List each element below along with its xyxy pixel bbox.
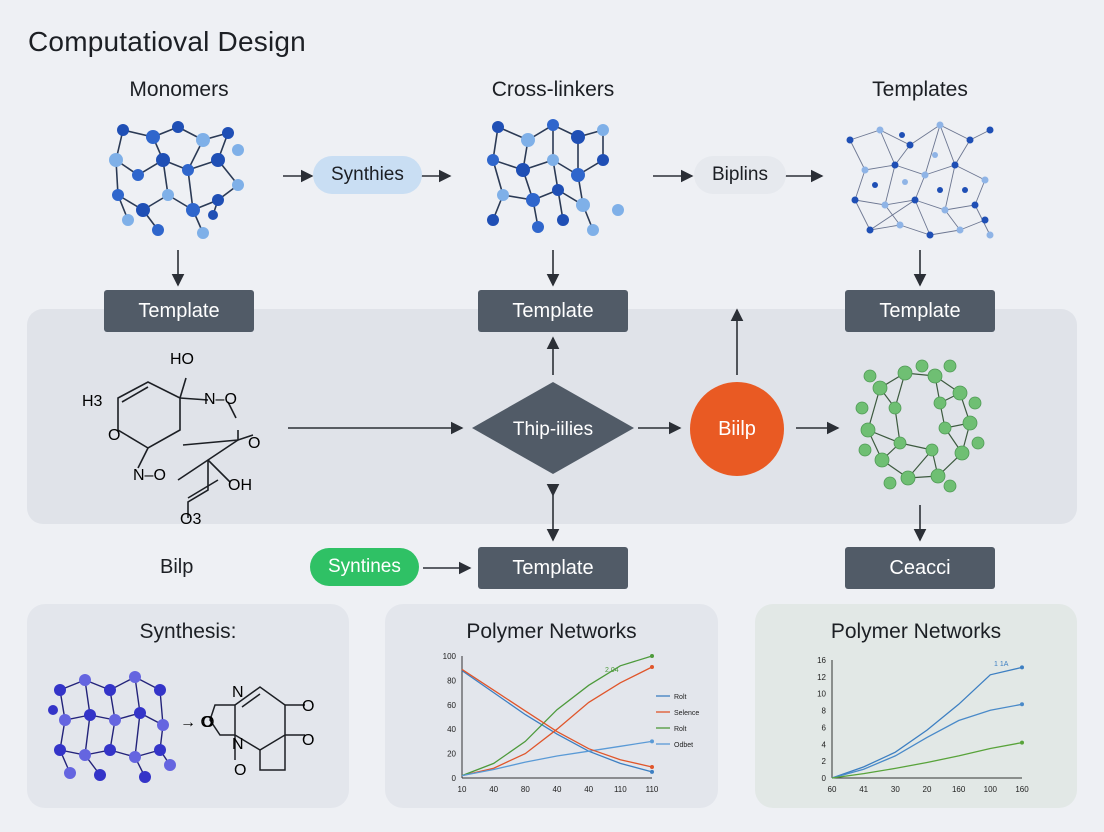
- label-o2: O: [248, 435, 260, 452]
- y-tick-label: 0: [822, 774, 827, 783]
- template-button-bottom[interactable]: Template: [478, 547, 628, 589]
- struct-o2: O: [302, 732, 314, 749]
- decision-label: Thip-iilies: [513, 419, 593, 440]
- series-line: [831, 741, 1023, 779]
- x-tick-label: 40: [553, 785, 562, 794]
- label-h3: H3: [82, 393, 103, 410]
- y-axis-label: Genti: [810, 710, 812, 727]
- series-endpoint: [1020, 702, 1024, 707]
- synthesis-molecule: [48, 671, 176, 783]
- x-tick-label: 40: [489, 785, 498, 794]
- y-tick-label: 12: [817, 673, 826, 682]
- x-tick-label: 100: [984, 785, 998, 794]
- crosslinkers-heading: Cross-linkers: [491, 78, 615, 101]
- series-line: [461, 740, 653, 777]
- y-tick-label: 60: [447, 701, 456, 710]
- label-n-o: N–O: [204, 391, 237, 408]
- x-tick-label: 60: [828, 785, 837, 794]
- template-button-monomers[interactable]: Template: [104, 290, 254, 332]
- chart-annotation: 1 1A: [994, 661, 1009, 668]
- y-tick-label: 20: [447, 750, 456, 759]
- series-endpoint: [650, 664, 654, 669]
- biilp-node[interactable]: Biilp: [690, 382, 784, 476]
- x-tick-label: 40: [584, 785, 593, 794]
- x-tick-label: 10: [458, 785, 467, 794]
- struct-arrow: → O: [180, 714, 213, 731]
- networks-panel-2: [755, 604, 1077, 808]
- chart-annotation: 2.04: [605, 667, 619, 674]
- series-endpoint: [1020, 740, 1024, 745]
- templates-heading: Templates: [872, 78, 968, 101]
- y-tick-label: 8: [822, 707, 827, 716]
- x-tick-label: 110: [646, 785, 659, 794]
- template-button-crosslinkers[interactable]: Template: [478, 290, 628, 332]
- monomer-molecule: [109, 121, 244, 239]
- networks-title-1: Polymer Networks: [466, 620, 637, 643]
- series-endpoint: [650, 769, 654, 774]
- y-tick-label: 40: [447, 725, 456, 734]
- label-ho: HO: [170, 351, 194, 368]
- struct-o4: O: [234, 762, 246, 779]
- series-line: [461, 668, 653, 768]
- series-line: [831, 666, 1023, 779]
- x-tick-label: 30: [891, 785, 900, 794]
- series-endpoint: [650, 739, 654, 744]
- x-tick-label: 20: [923, 785, 932, 794]
- struct-n1: N: [232, 684, 244, 701]
- x-tick-label: 80: [521, 785, 530, 794]
- y-tick-label: 16: [817, 656, 826, 665]
- y-tick-label: 6: [822, 723, 827, 732]
- x-tick-label: 160: [952, 785, 966, 794]
- ceacci-button[interactable]: Ceacci: [845, 547, 995, 589]
- decision-diamond[interactable]: Thip-iilies: [470, 380, 636, 476]
- crosslinker-molecule: [487, 119, 624, 236]
- label-oh: OH: [228, 477, 252, 494]
- monomers-heading: Monomers: [129, 78, 229, 101]
- series-line: [461, 670, 653, 773]
- series-endpoint: [650, 654, 654, 658]
- x-tick-label: 160: [1015, 785, 1029, 794]
- synthies-pill[interactable]: Synthies: [313, 156, 422, 194]
- bilp-label: Bilp: [160, 556, 194, 578]
- x-tick-label: 110: [614, 785, 627, 794]
- series-line: [461, 655, 653, 777]
- series-endpoint: [650, 765, 654, 770]
- synthesis-structure: → O N N O O O O: [180, 684, 314, 779]
- label-o3: O3: [180, 511, 201, 528]
- struct-o1: O: [302, 698, 314, 715]
- y-tick-label: 100: [443, 652, 457, 661]
- biplins-pill[interactable]: Biplins: [694, 156, 786, 194]
- y-tick-label: 10: [817, 690, 826, 699]
- green-molecule: [855, 359, 985, 493]
- y-axis-label: Bmmb: [440, 707, 442, 727]
- series-line: [831, 703, 1023, 779]
- synthesis-panel: [27, 604, 349, 808]
- legend-label: Rolt: [674, 694, 687, 701]
- networks-panel-1: [385, 604, 718, 808]
- template-button-templates[interactable]: Template: [845, 290, 995, 332]
- series-endpoint: [1020, 665, 1024, 670]
- label-o1: O: [108, 427, 120, 444]
- struct-o3: O: [202, 714, 214, 731]
- y-tick-label: 4: [822, 740, 827, 749]
- page-title: Computatioval Design: [28, 26, 306, 57]
- networks-title-2: Polymer Networks: [830, 620, 1002, 643]
- legend-label: Rolt: [674, 726, 687, 733]
- y-tick-label: 0: [452, 774, 457, 783]
- label-n-o2: N–O: [133, 467, 166, 484]
- x-tick-label: 41: [859, 785, 868, 794]
- legend-label: Selence: [674, 710, 699, 717]
- series-line: [461, 666, 653, 777]
- y-tick-label: 2: [822, 757, 827, 766]
- y-tick-label: 80: [447, 676, 456, 685]
- syntines-pill[interactable]: Syntines: [310, 548, 419, 586]
- synthesis-title: Synthesis:: [139, 620, 237, 643]
- chemical-structure: HO H3 N–O O O N–O OH O3: [82, 351, 260, 528]
- legend-label: Odbet: [674, 742, 693, 749]
- template-network: [846, 121, 994, 239]
- networks-chart-2: 0 2 4 6 8 10 12 16 60 41 30 20 160 100 160 Genti 1 1A: [810, 656, 1029, 794]
- struct-n2: N: [232, 736, 244, 753]
